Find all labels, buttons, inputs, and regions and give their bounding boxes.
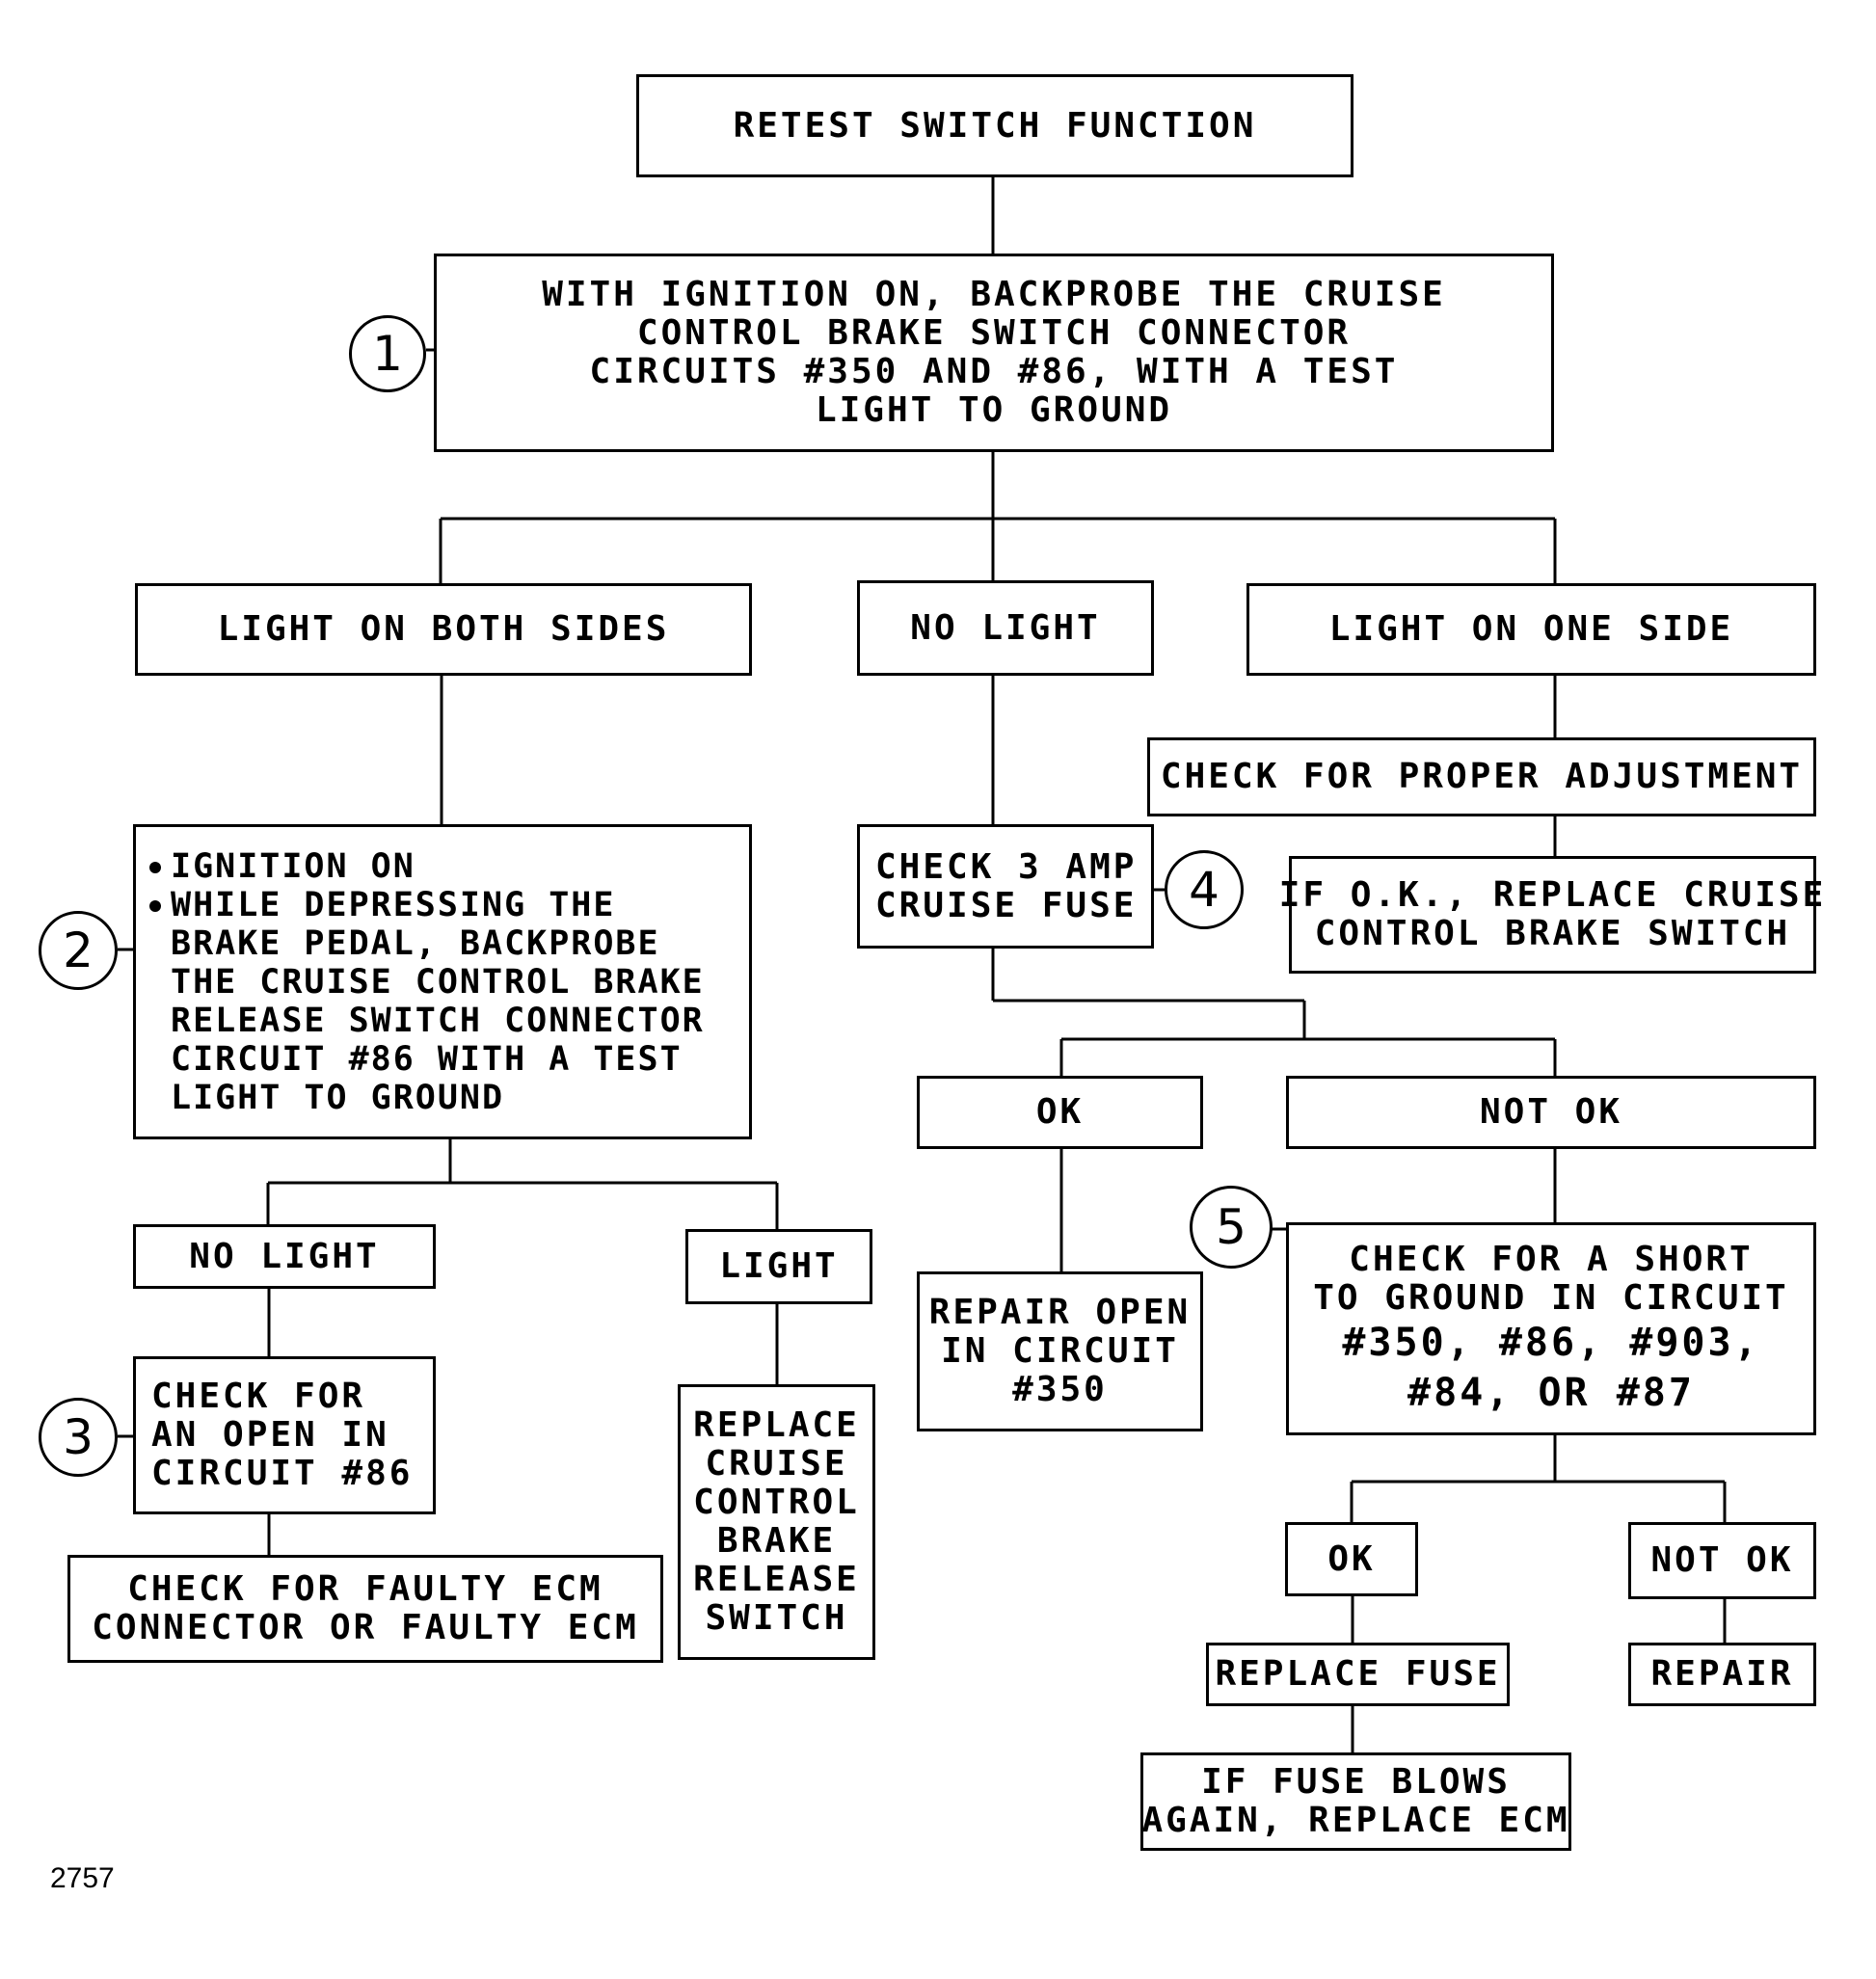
step-1-line: WITH IGNITION ON, BACKPROBE THE CRUISE [542, 275, 1446, 314]
step-4-line: CHECK 3 AMP [875, 846, 1138, 887]
retest-switch-function-box: RETEST SWITCH FUNCTION [636, 74, 1353, 177]
bullet-icon [149, 899, 161, 912]
step-5-line: #350, #86, #903, [1342, 1320, 1760, 1365]
step-1-marker: 1 [349, 315, 426, 392]
short-ok-box: OK [1285, 1522, 1418, 1596]
step-3-box: CHECK FOR AN OPEN IN CIRCUIT #86 [133, 1356, 436, 1514]
step-2-bullet-1: IGNITION ON [171, 846, 415, 886]
step-2-line: CIRCUIT #86 WITH A TEST [171, 1039, 683, 1079]
check-faulty-ecm-box: CHECK FOR FAULTY ECM CONNECTOR OR FAULTY… [67, 1555, 663, 1663]
step-2-line: RELEASE SWITCH CONNECTOR [171, 1001, 705, 1040]
step-5-line: #84, OR #87 [1407, 1370, 1695, 1415]
repair-box: REPAIR [1628, 1643, 1816, 1706]
no-light-box: NO LIGHT [857, 580, 1154, 676]
step-1-line: LIGHT TO GROUND [815, 390, 1173, 430]
step-2-box: IGNITION ON WHILE DEPRESSING THE BRAKE P… [133, 824, 752, 1139]
replace-brake-switch-box: IF O.K., REPLACE CRUISE CONTROL BRAKE SW… [1279, 856, 1823, 974]
step-4-box: CHECK 3 AMP CRUISE FUSE [857, 824, 1154, 949]
step-4-line: CRUISE FUSE [875, 885, 1138, 925]
step-2-line: LIGHT TO GROUND [171, 1078, 505, 1117]
retest-title: RETEST SWITCH FUNCTION [733, 105, 1257, 146]
step-5-box: CHECK FOR A SHORT TO GROUND IN CIRCUIT #… [1286, 1222, 1816, 1435]
fuse-ok-box: OK [917, 1076, 1203, 1149]
light-on-both-sides-box: LIGHT ON BOTH SIDES [135, 583, 752, 676]
step-5-marker: 5 [1190, 1186, 1273, 1269]
step-2-no-light-box: NO LIGHT [133, 1224, 436, 1289]
step-2-line: THE CRUISE CONTROL BRAKE [171, 962, 705, 1002]
step-3-marker: 3 [39, 1398, 118, 1477]
step-3-line: CIRCUIT #86 [151, 1454, 414, 1493]
fuse-blows-box: IF FUSE BLOWS AGAIN, REPLACE ECM [1140, 1752, 1571, 1851]
step-3-line: CHECK FOR [151, 1377, 366, 1416]
step-2-line: BRAKE PEDAL, BACKPROBE [171, 923, 660, 963]
step-5-line: TO GROUND IN CIRCUIT [1313, 1277, 1789, 1318]
step-2-marker: 2 [39, 911, 118, 990]
step-4-marker: 4 [1165, 850, 1244, 929]
step-1-line: CONTROL BRAKE SWITCH CONNECTOR [636, 313, 1352, 353]
replace-fuse-box: REPLACE FUSE [1206, 1643, 1510, 1706]
step-2-bullet-2: WHILE DEPRESSING THE [171, 885, 616, 924]
short-not-ok-box: NOT OK [1628, 1522, 1816, 1599]
fuse-not-ok-box: NOT OK [1286, 1076, 1816, 1149]
step-1-box: WITH IGNITION ON, BACKPROBE THE CRUISE C… [434, 254, 1554, 452]
light-on-one-side-box: LIGHT ON ONE SIDE [1246, 583, 1816, 676]
bullet-icon [149, 861, 161, 873]
step-1-line: CIRCUITS #350 AND #86, WITH A TEST [589, 352, 1399, 391]
step-2-light-box: LIGHT [685, 1229, 872, 1304]
check-proper-adjustment-box: CHECK FOR PROPER ADJUSTMENT [1147, 737, 1816, 816]
figure-number: 2757 [50, 1862, 115, 1894]
replace-brake-release-switch-box: REPLACE CRUISE CONTROL BRAKE RELEASE SWI… [678, 1384, 875, 1660]
step-3-line: AN OPEN IN [151, 1415, 389, 1455]
step-5-line: CHECK FOR A SHORT [1349, 1239, 1754, 1279]
repair-open-box: REPAIR OPEN IN CIRCUIT #350 [917, 1271, 1203, 1431]
